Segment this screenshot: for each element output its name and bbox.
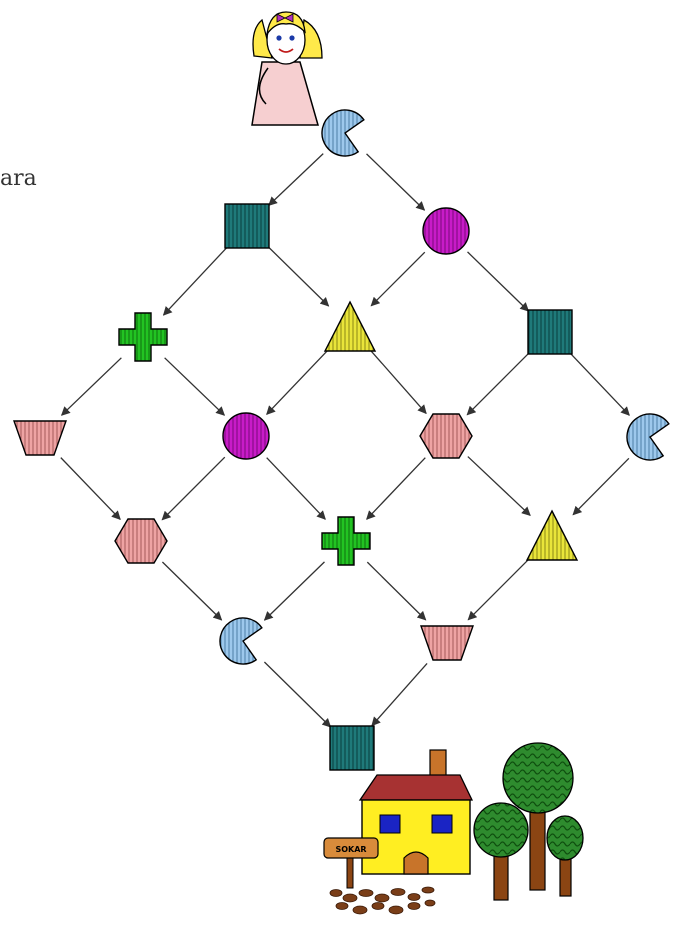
hexagon-node-n8 [419, 413, 473, 459]
window-right [431, 814, 453, 834]
pacman-node-n13 [219, 617, 263, 665]
square-node-n1 [224, 203, 270, 249]
edge-n9-n12 [572, 457, 630, 516]
edge-n6-n10 [60, 457, 121, 521]
edge-n2-n5 [467, 251, 530, 312]
girl-figure [251, 11, 323, 126]
tree-crown-left [473, 802, 529, 858]
circle-node-n7 [222, 412, 270, 460]
tree-crown-right [546, 815, 584, 861]
path-stones [329, 886, 436, 915]
edge-n5-n8 [466, 352, 530, 416]
tree-trunk-center [529, 809, 546, 891]
edge-n7-n11 [266, 457, 326, 520]
edges-layer [60, 153, 630, 728]
pacman-node-n9 [626, 413, 670, 461]
edge-n11-n14 [366, 561, 427, 621]
edge-n3-n6 [60, 357, 122, 416]
nodes-layer [13, 109, 670, 771]
triangle-node-n4 [323, 300, 377, 352]
edge-n4-n7 [266, 348, 330, 415]
window-left [379, 814, 401, 834]
edge-n0-n1 [268, 153, 324, 206]
square-node-n15 [329, 725, 375, 771]
edge-n13-n15 [263, 661, 332, 728]
edge-n2-n4 [370, 251, 426, 307]
cross-node-n3 [118, 312, 168, 362]
triangle-node-n12 [525, 509, 579, 561]
door [403, 851, 429, 875]
edge-n12-n14 [467, 556, 532, 621]
edge-n4-n8 [369, 349, 427, 415]
roof [358, 774, 474, 801]
cropped-edge-text: ara [0, 166, 37, 191]
sign-board [323, 837, 379, 859]
edge-n5-n9 [570, 353, 630, 416]
edge-n11-n13 [263, 561, 325, 621]
edge-n10-n13 [161, 561, 223, 621]
sign-text: SOKAR [335, 845, 366, 854]
edge-n8-n12 [467, 456, 531, 517]
edge-n7-n10 [161, 456, 226, 521]
edge-n14-n15 [371, 663, 428, 727]
house-scene: SOKAR [323, 742, 584, 915]
hexagon-node-n10 [114, 518, 168, 564]
edge-n1-n3 [162, 247, 227, 316]
edge-n3-n7 [164, 357, 226, 416]
trapezoid-node-n6 [13, 420, 67, 456]
edge-n1-n4 [267, 246, 330, 307]
circle-node-n2 [422, 207, 470, 255]
trapezoid-node-n14 [420, 625, 474, 661]
house-wall [361, 799, 471, 875]
edge-n0-n2 [366, 153, 426, 211]
cross-node-n11 [321, 516, 371, 566]
pacman-node-n0 [321, 109, 365, 157]
square-node-n5 [527, 309, 573, 355]
edge-n8-n11 [366, 457, 426, 520]
tree-crown-center [502, 742, 574, 814]
